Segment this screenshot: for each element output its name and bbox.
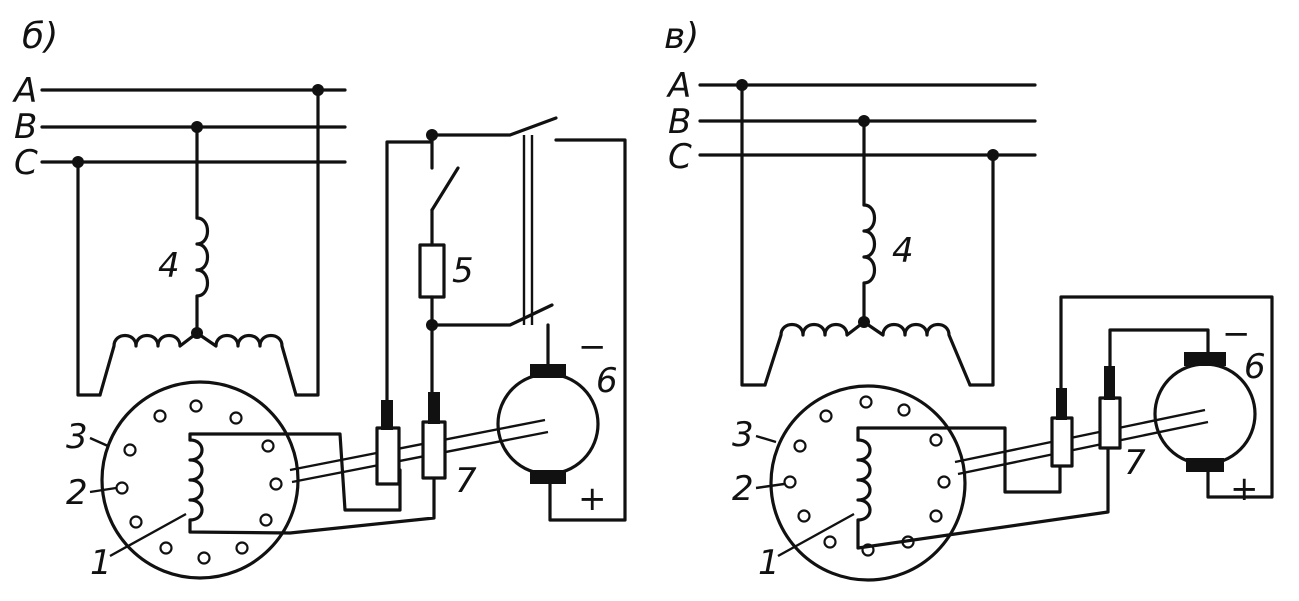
brush-1-v (1056, 388, 1067, 420)
stator-winding-left (98, 331, 199, 397)
stator-winding-right-v (862, 320, 972, 387)
lead-c (76, 160, 102, 397)
leader-3 (89, 436, 109, 448)
label-4-v: 4 (892, 231, 914, 271)
brush-1 (381, 400, 393, 430)
rotor-lead-top-v (856, 426, 1062, 494)
leader-1 (109, 512, 187, 558)
shaft-top-v (954, 408, 1206, 464)
dc-brush-bottom-v (1186, 458, 1224, 472)
lead-c-v (968, 153, 995, 387)
phase-label-c: C (14, 143, 38, 183)
slip-ring-2-v (1098, 396, 1122, 450)
panel-v-title: в) (664, 16, 699, 57)
switch-upper-arm (430, 116, 558, 137)
machine-stator-v (769, 384, 967, 582)
polarity-plus-b: + (578, 479, 607, 519)
lead-a-v (740, 83, 767, 387)
shaft-bottom-v (957, 420, 1209, 476)
stator-winding-right (195, 331, 298, 397)
stator-slots-v (783, 395, 951, 557)
brush-2 (428, 392, 440, 424)
resistor-5 (418, 243, 446, 299)
slip-ring-2 (421, 420, 447, 480)
phase-label-a: A (12, 71, 37, 111)
rotor-coil (188, 438, 436, 535)
label-2-v: 2 (732, 469, 754, 509)
machine-stator (100, 380, 300, 580)
switch-5-blade (430, 166, 460, 212)
dc-brush-bottom (530, 470, 566, 484)
label-1: 1 (90, 543, 112, 583)
label-6-v: 6 (1244, 347, 1266, 387)
leader-2 (89, 486, 117, 494)
label-1-v: 1 (758, 543, 780, 583)
dc-return-wire (548, 138, 627, 522)
phase-label-a-v: A (666, 66, 691, 106)
dc-return-wire-v (1059, 295, 1274, 499)
label-6: 6 (596, 361, 618, 401)
panel-b-title: б) (22, 16, 58, 57)
label-7-v: 7 (1124, 443, 1146, 483)
dc-top-lead-v (1108, 328, 1210, 368)
leader-3-v (755, 434, 777, 444)
label-3-v: 3 (732, 415, 754, 455)
leader-1-v (777, 512, 855, 558)
lead-a (294, 88, 320, 397)
stator-winding-left-v (763, 320, 866, 387)
polarity-minus-v: − (1222, 314, 1251, 354)
slip-ring-1-v (1050, 416, 1074, 468)
panel-v: в) A B C 4 (664, 16, 1274, 583)
shaft-bottom (291, 430, 549, 484)
leader-2-v (755, 482, 785, 490)
label-7: 7 (455, 461, 477, 501)
dc-brush-top-v (1184, 352, 1226, 366)
brush-1-lead (385, 140, 434, 402)
dc-brush-top (530, 364, 566, 378)
stator-slots (115, 399, 283, 565)
switch-lower-arm (430, 303, 554, 327)
polarity-minus-b: − (578, 327, 607, 367)
phase-label-c-v: C (668, 137, 692, 177)
slip-ring-1 (375, 426, 401, 486)
label-2: 2 (66, 473, 88, 513)
reactor-coil (195, 216, 210, 331)
phase-label-b: B (14, 107, 37, 147)
reactor-coil-v (862, 203, 877, 322)
dc-machine-6 (496, 372, 600, 476)
label-3: 3 (66, 417, 88, 457)
brush-2-v (1104, 366, 1115, 400)
label-4: 4 (158, 246, 180, 286)
label-5: 5 (452, 251, 474, 291)
dc-machine-6-v (1153, 362, 1257, 466)
rotor-coil-v (856, 438, 1110, 550)
shaft-top (289, 418, 546, 472)
phase-label-b-v: B (668, 102, 691, 142)
panel-b: б) A B C 4 (12, 16, 627, 583)
polarity-plus-v: + (1230, 469, 1259, 509)
